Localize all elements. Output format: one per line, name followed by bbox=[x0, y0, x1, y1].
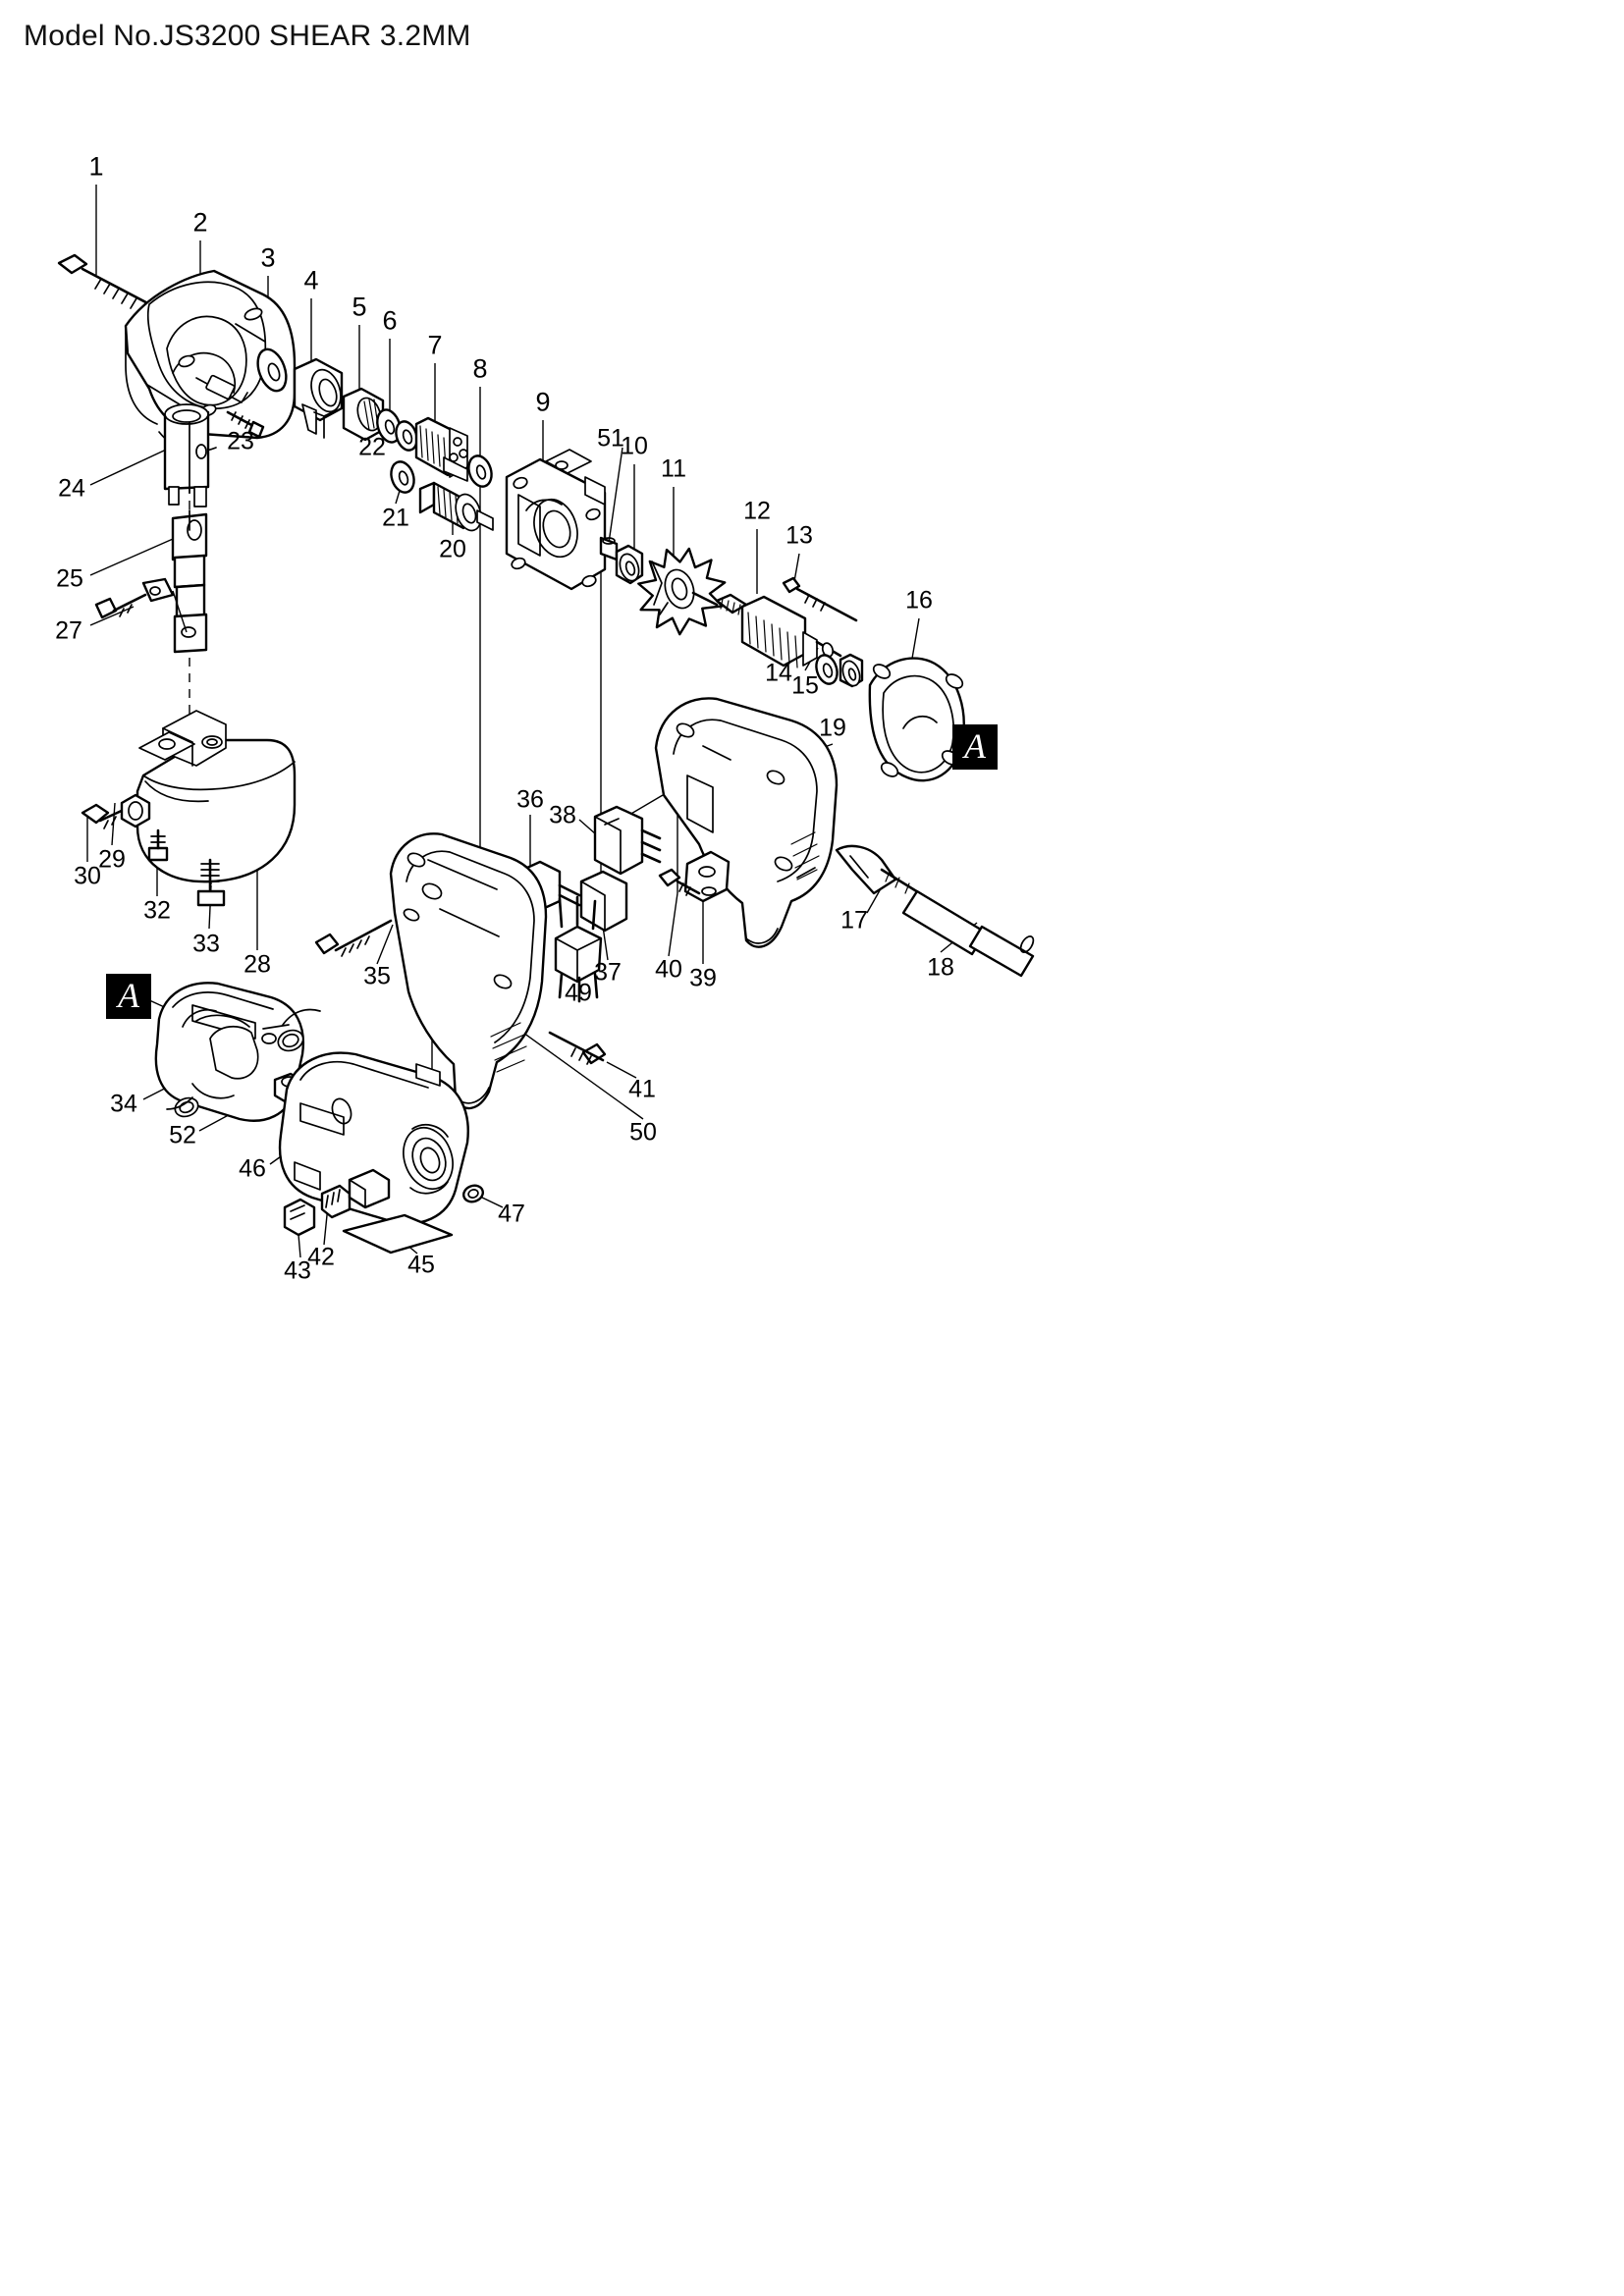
part-5-needle-bearing bbox=[342, 387, 385, 442]
part-42-carbon-brush bbox=[320, 1168, 391, 1219]
part-43-brush-cap bbox=[283, 1198, 316, 1237]
part-41-handle-screw-lower bbox=[548, 1031, 607, 1065]
reference-marker-a-left: A bbox=[106, 974, 151, 1019]
callout-45: 45 bbox=[407, 1251, 435, 1279]
part-46-motor-housing bbox=[278, 1051, 469, 1225]
callout-36: 36 bbox=[516, 785, 544, 814]
part-25-blade-holder-shaft bbox=[171, 509, 208, 654]
part-9-gear-case-cover bbox=[505, 449, 607, 591]
part-21-washer bbox=[390, 460, 415, 494]
callout-1: 1 bbox=[88, 151, 104, 182]
part-32-pan-screw bbox=[147, 828, 169, 862]
callout-51: 51 bbox=[597, 424, 624, 453]
callout-29: 29 bbox=[98, 845, 126, 874]
page-title: Model No.JS3200 SHEAR 3.2MM bbox=[24, 20, 471, 52]
callout-32: 32 bbox=[143, 896, 171, 925]
callout-43: 43 bbox=[284, 1256, 311, 1285]
callout-28: 28 bbox=[244, 950, 271, 979]
part-7-spiral-bevel-gear bbox=[414, 416, 485, 482]
callout-8: 8 bbox=[472, 353, 488, 384]
callout-15: 15 bbox=[791, 671, 819, 700]
callout-50: 50 bbox=[629, 1118, 657, 1147]
callout-2: 2 bbox=[192, 207, 208, 238]
callout-47: 47 bbox=[498, 1200, 525, 1228]
part-17-cord-protector bbox=[835, 844, 925, 897]
svg-text:A: A bbox=[962, 726, 987, 766]
part-12-armature bbox=[691, 591, 842, 668]
part-4-bearing-retainer bbox=[293, 357, 344, 439]
callout-25: 25 bbox=[56, 564, 83, 593]
part-19-handle-half-right bbox=[654, 697, 839, 948]
callout-24: 24 bbox=[58, 474, 85, 503]
part-47-o-ring bbox=[462, 1184, 484, 1203]
callout-11: 11 bbox=[661, 454, 686, 483]
callout-20: 20 bbox=[439, 535, 466, 563]
callout-23: 23 bbox=[227, 427, 254, 455]
part-14-bearing bbox=[815, 654, 839, 685]
svg-text:A: A bbox=[116, 976, 140, 1015]
callout-41: 41 bbox=[628, 1075, 656, 1103]
part-13-pan-head-screw bbox=[782, 576, 858, 622]
part-24-blade-holder bbox=[163, 403, 210, 507]
callout-4: 4 bbox=[303, 265, 319, 295]
callout-35: 35 bbox=[363, 962, 391, 990]
part-23-tapping-screw bbox=[226, 410, 265, 439]
callout-19: 19 bbox=[819, 714, 846, 742]
part-8-washer bbox=[467, 454, 493, 488]
part-45-name-plate bbox=[342, 1213, 454, 1255]
part-37-capacitor bbox=[579, 870, 628, 933]
part-18-power-cord bbox=[901, 889, 1035, 978]
callout-7: 7 bbox=[427, 330, 443, 360]
callout-46: 46 bbox=[239, 1154, 266, 1183]
reference-marker-a-right: A bbox=[952, 724, 998, 770]
callout-34: 34 bbox=[110, 1090, 137, 1118]
callout-3: 3 bbox=[260, 242, 276, 273]
callout-5: 5 bbox=[352, 292, 367, 322]
callout-52: 52 bbox=[169, 1121, 196, 1149]
part-3-flat-washer bbox=[256, 347, 288, 393]
callout-18: 18 bbox=[927, 953, 954, 982]
callout-21: 21 bbox=[382, 504, 409, 532]
part-10-ball-bearing bbox=[615, 544, 644, 585]
part-34-field-coil bbox=[154, 982, 321, 1122]
part-33-bolt bbox=[196, 858, 226, 907]
callout-42: 42 bbox=[307, 1243, 335, 1271]
callout-17: 17 bbox=[840, 906, 868, 934]
part-15-ball-bearing bbox=[839, 653, 864, 688]
callout-38: 38 bbox=[549, 801, 576, 829]
callout-14: 14 bbox=[765, 659, 792, 687]
callout-39: 39 bbox=[689, 964, 717, 992]
callout-13: 13 bbox=[785, 521, 813, 550]
part-30-hex-bolt bbox=[81, 803, 128, 829]
callout-49: 49 bbox=[565, 979, 592, 1007]
callout-33: 33 bbox=[192, 930, 220, 958]
part-20-pinion-gear bbox=[418, 481, 494, 532]
part-28-base-plate bbox=[135, 710, 297, 883]
callout-40: 40 bbox=[655, 955, 682, 984]
callout-37: 37 bbox=[594, 958, 622, 987]
part-40-clamp-screw bbox=[658, 868, 701, 896]
callout-10: 10 bbox=[621, 432, 648, 460]
part-49-terminal-block bbox=[554, 895, 603, 1003]
callout-30: 30 bbox=[74, 862, 101, 890]
callout-12: 12 bbox=[743, 497, 771, 525]
callout-6: 6 bbox=[382, 305, 398, 336]
part-51-roll-pin bbox=[599, 536, 619, 561]
callout-16: 16 bbox=[905, 586, 933, 614]
part-38-switch bbox=[593, 805, 662, 876]
part-29-hex-nut bbox=[120, 793, 151, 828]
part-35-handle-screw bbox=[314, 919, 393, 957]
part-27-clamp-screw bbox=[94, 577, 188, 633]
callout-27: 27 bbox=[55, 616, 82, 645]
part-39-cord-clamp bbox=[683, 850, 731, 903]
callout-22: 22 bbox=[358, 433, 386, 461]
part-50-handle-half-left bbox=[389, 832, 548, 1110]
part-16-motor-bracket bbox=[868, 657, 965, 782]
part-11-cooling-fan bbox=[637, 547, 727, 636]
callout-9: 9 bbox=[535, 387, 551, 417]
